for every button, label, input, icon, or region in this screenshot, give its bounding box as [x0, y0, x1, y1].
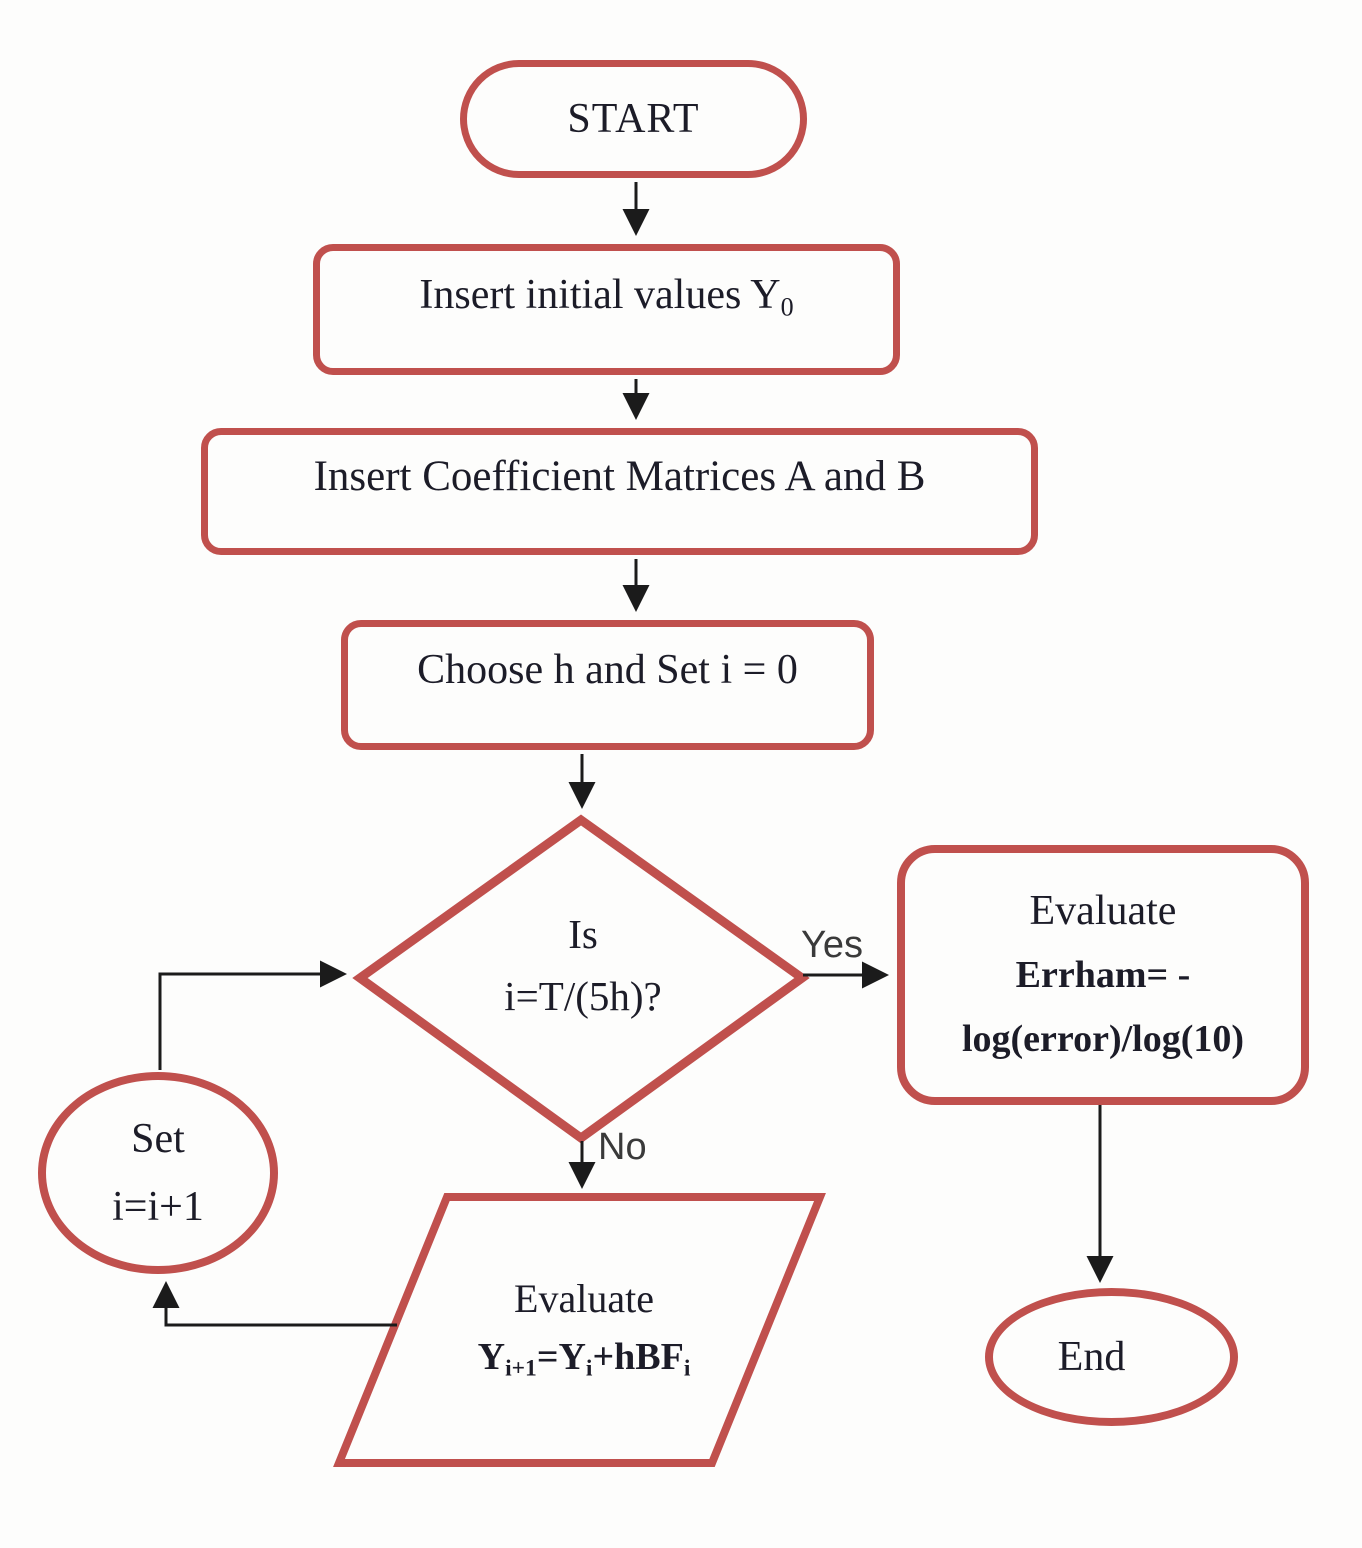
insert-matrices-node: Insert Coefficient Matrices A and B: [201, 428, 1038, 555]
decision-node: Is i=T/(5h)?: [431, 903, 735, 1027]
start-node: START: [460, 60, 807, 178]
errham-line2: Errham= -: [1015, 954, 1191, 996]
decision-line2: i=T/(5h)?: [504, 973, 662, 1019]
arrow-set-to-decision: [158, 960, 347, 1070]
start-label: START: [567, 96, 700, 142]
errham-line1: Evaluate: [1029, 888, 1177, 934]
evaluate-formula-node: Evaluate Yi+1=Yi+hBFi: [418, 1270, 750, 1386]
decision-diamond-shape: [352, 814, 810, 1144]
set-increment-line1: Set: [131, 1116, 185, 1162]
evaluate-formula-line1: Evaluate: [514, 1276, 654, 1321]
edge-label-no: No: [598, 1126, 647, 1168]
evaluate-errham-node: Evaluate Errham= - log(error)/log(10): [897, 845, 1309, 1105]
evaluate-parallelogram-shape: [333, 1193, 826, 1467]
end-label: End: [1057, 1334, 1126, 1380]
set-increment-line2: i=i+1: [112, 1184, 204, 1230]
insert-initial-values-node: Insert initial values Y0: [313, 244, 900, 375]
y0-subscript: 0: [780, 291, 794, 321]
edge-label-yes: Yes: [801, 924, 863, 966]
insert-matrices-label: Insert Coefficient Matrices A and B: [313, 453, 926, 500]
evaluate-formula-expression: Yi+1=Yi+hBFi: [477, 1336, 691, 1382]
errham-line3: log(error)/log(10): [961, 1018, 1245, 1060]
arrow-evaluate-to-set: [152, 1281, 397, 1327]
choose-h-node: Choose h and Set i = 0: [341, 620, 874, 750]
end-node: End: [985, 1288, 1238, 1426]
choose-h-label: Choose h and Set i = 0: [417, 647, 798, 693]
insert-initial-values-label: Insert initial values Y0: [419, 271, 794, 321]
set-increment-node: Set i=i+1: [38, 1072, 278, 1274]
decision-line1: Is: [568, 911, 598, 957]
